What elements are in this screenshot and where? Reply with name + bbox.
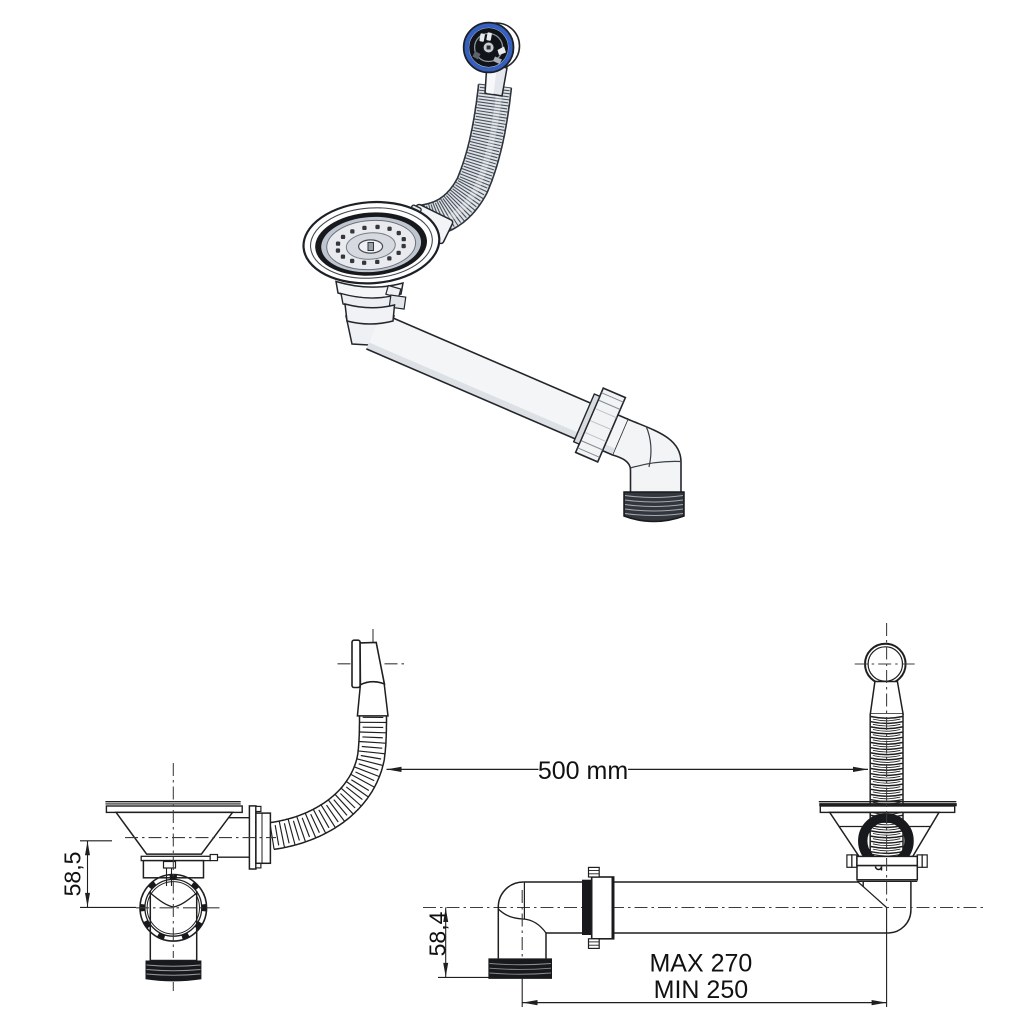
svg-text:500 mm: 500 mm	[538, 757, 628, 785]
svg-text:58,4: 58,4	[424, 911, 450, 956]
svg-text:58,5: 58,5	[60, 852, 86, 897]
svg-text:MAX 270: MAX 270	[649, 950, 752, 978]
svg-text:MIN 250: MIN 250	[654, 976, 748, 1004]
